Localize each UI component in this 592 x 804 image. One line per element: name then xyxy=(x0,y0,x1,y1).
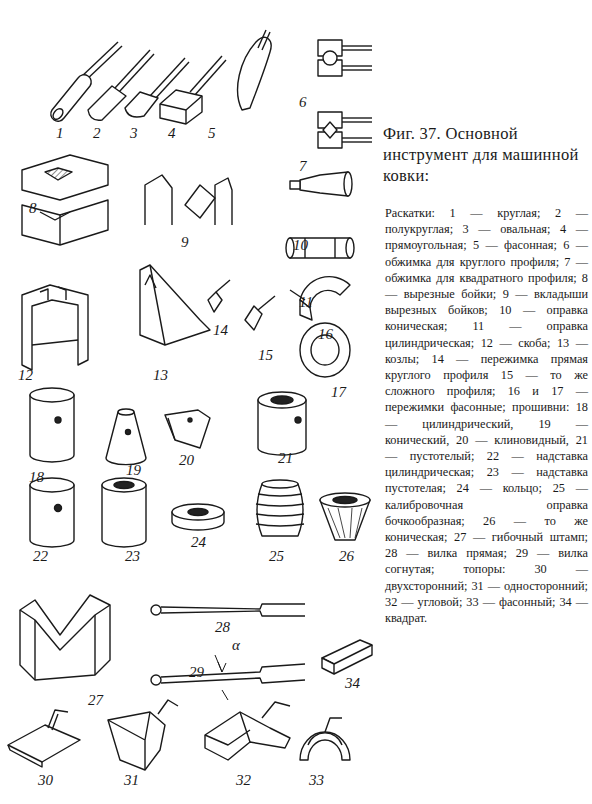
callout-number: 9 xyxy=(181,235,189,250)
callout-number: 5 xyxy=(208,126,216,141)
callout-number: 25 xyxy=(269,549,284,564)
callout-number: 34 xyxy=(345,676,360,691)
callout-number: 8 xyxy=(29,201,37,216)
callout-number: 29 xyxy=(189,665,204,680)
callout-number: 6 xyxy=(299,95,307,110)
callout-number: 19 xyxy=(126,463,141,478)
callout-number: 22 xyxy=(33,549,48,564)
callout-number: 21 xyxy=(278,451,293,466)
callout-number: 20 xyxy=(179,453,194,468)
callout-number: 3 xyxy=(130,126,138,141)
callout-number: 1 xyxy=(56,126,64,141)
callout-number: 10 xyxy=(293,238,308,253)
callout-number: 16 xyxy=(318,327,333,342)
callout-number: 13 xyxy=(153,368,168,383)
callout-number: 2 xyxy=(93,126,101,141)
figure-caption: Раскатки: 1 — круглая; 2 — полукруглая; … xyxy=(385,205,588,626)
callout-number: 12 xyxy=(18,368,33,383)
callout-number: 7 xyxy=(299,159,307,174)
callout-number: 27 xyxy=(88,693,103,708)
callout-number: 17 xyxy=(331,385,346,400)
callout-number: 18 xyxy=(29,470,44,485)
callout-number: 24 xyxy=(191,535,206,550)
callout-number: 14 xyxy=(213,323,228,338)
callout-number: 28 xyxy=(215,620,230,635)
callout-number: 11 xyxy=(299,295,313,310)
callout-number: 31 xyxy=(124,773,139,788)
callout-number: 33 xyxy=(309,773,324,788)
callout-number: 23 xyxy=(125,549,140,564)
figure-title: Фиг. 37. Основной инструмент для машинно… xyxy=(383,123,589,186)
callout-number: 4 xyxy=(168,126,176,141)
callout-number: 32 xyxy=(236,773,251,788)
callout-number: 15 xyxy=(258,348,273,363)
callout-number: α xyxy=(232,638,240,653)
callout-number: 30 xyxy=(38,773,53,788)
callout-number: 26 xyxy=(339,549,354,564)
